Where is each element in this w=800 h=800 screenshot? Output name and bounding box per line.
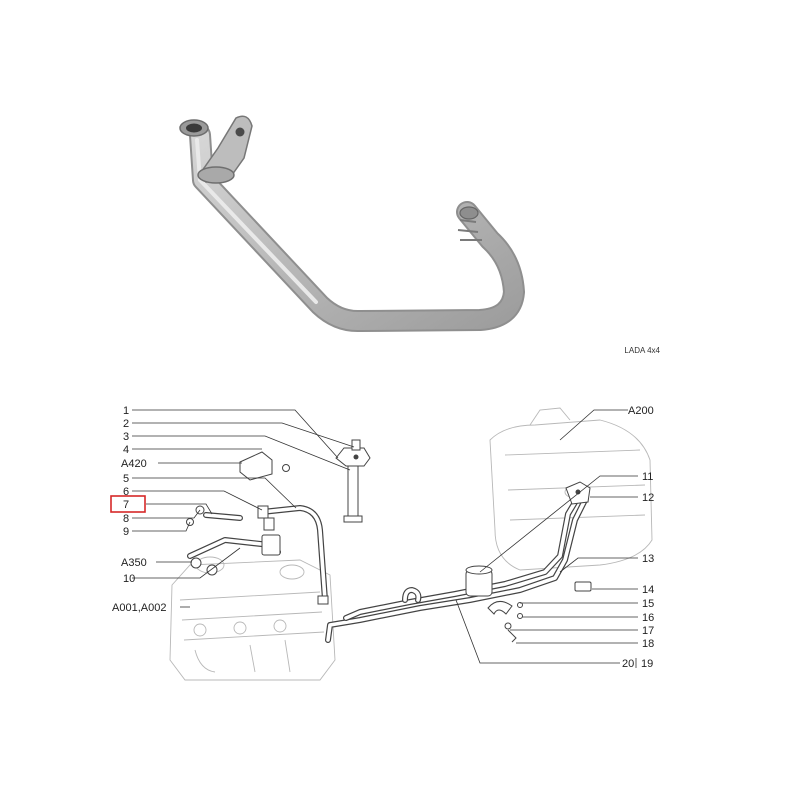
callout-12[interactable]: 12 (642, 492, 654, 504)
callout-7[interactable]: 7 (123, 499, 129, 511)
mount-a420 (239, 451, 290, 481)
pad-part-14 (574, 581, 592, 592)
engine-block-drawing (169, 556, 336, 681)
callout-15[interactable]: 15 (642, 598, 654, 610)
callout-1[interactable]: 1 (123, 405, 129, 417)
callout-6[interactable]: 6 (123, 486, 129, 498)
callout-a200[interactable]: A200 (628, 405, 654, 417)
callout-labels: 1 2 3 4 A420 5 6 7 8 9 A350 10 A001,A002… (110, 405, 654, 670)
callout-18[interactable]: 18 (642, 638, 654, 650)
leader-lines (132, 409, 638, 668)
photo-caption: LADA 4x4 (624, 346, 660, 355)
callout-4[interactable]: 4 (123, 444, 129, 456)
product-photo: LADA 4x4 (179, 115, 661, 355)
callout-20[interactable]: 20 (622, 658, 634, 670)
callout-5[interactable]: 5 (123, 473, 129, 485)
fastener-part-18 (507, 629, 517, 643)
fuel-rail-a350 (187, 534, 281, 576)
fastener-part-17 (504, 622, 512, 630)
callout-3[interactable]: 3 (123, 431, 129, 443)
callout-9[interactable]: 9 (123, 526, 129, 538)
callout-11[interactable]: 11 (642, 471, 653, 483)
callout-a350[interactable]: A350 (121, 557, 147, 569)
bracket-part-2 (351, 439, 361, 451)
callout-10[interactable]: 10 (123, 573, 135, 585)
fuel-filter-part-11 (465, 565, 493, 597)
callout-13[interactable]: 13 (642, 553, 654, 565)
fuel-lines (325, 491, 589, 643)
callout-2[interactable]: 2 (123, 418, 129, 430)
callout-17[interactable]: 17 (642, 625, 654, 637)
fuel-tank-drawing (489, 407, 653, 571)
callout-a001-a002[interactable]: A001,A002 (112, 602, 166, 614)
callout-8[interactable]: 8 (123, 513, 129, 525)
exploded-diagram: 1 2 3 4 A420 5 6 7 8 9 A350 10 A001,A002… (110, 405, 654, 681)
highlight-box (110, 495, 146, 513)
callout-14[interactable]: 14 (642, 584, 654, 596)
pipe-part-5 (259, 505, 329, 605)
bracket-part-1 (335, 447, 371, 467)
callout-16[interactable]: 16 (642, 612, 654, 624)
fastener-part-16 (517, 613, 523, 619)
pipe-image (179, 115, 525, 333)
hose-part-7 (203, 512, 243, 521)
clip-part-15 (487, 601, 523, 615)
hose-part-6 (257, 505, 275, 531)
callout-19[interactable]: 19 (641, 658, 653, 670)
callout-a420[interactable]: A420 (121, 458, 147, 470)
standpipe-part-3 (343, 465, 363, 523)
